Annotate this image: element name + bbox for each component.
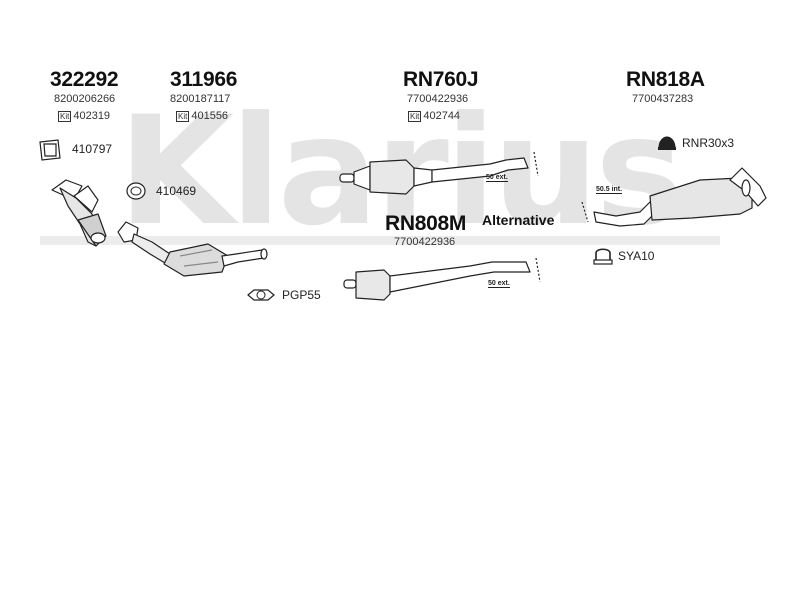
dimension-label: 50.5 int.	[596, 186, 623, 194]
oem-number-322292: 8200206266	[54, 93, 116, 105]
catalyst-section-rn760j-drawing	[339, 151, 539, 195]
part-number-rn818a: RN818A	[626, 68, 705, 91]
alternative-section-rn808m-drawing	[343, 257, 541, 301]
rear-silencer-rn818a-drawing	[581, 167, 767, 227]
accessory-sya10	[592, 244, 614, 271]
manifold-322292-drawing	[51, 179, 107, 247]
accessory-pgp55	[246, 284, 276, 311]
gasket-icon	[39, 139, 61, 161]
oem-number-rn808m: 7700422936	[394, 236, 456, 248]
rubber-mount-icon	[658, 136, 676, 150]
accessory-rnr30x3	[656, 134, 678, 157]
ring-gasket-icon	[126, 182, 146, 200]
accessory-label-rnr30x3: RNR30x3	[682, 136, 735, 150]
kit-number-text: 402319	[73, 110, 111, 122]
part-number-311966: 311966	[170, 68, 238, 91]
kit-number-text: 402744	[423, 110, 461, 122]
clamp-icon	[593, 248, 613, 265]
oem-number-rn818a: 7700437283	[632, 93, 694, 105]
accessory-410469	[124, 180, 148, 207]
kit-number-311966: Kit 401556	[176, 110, 228, 122]
accessory-label-pgp55: PGP55	[282, 288, 321, 302]
front-pipe-311966-drawing	[117, 221, 268, 277]
kit-icon: Kit	[408, 110, 422, 122]
accessory-label-410469: 410469	[156, 184, 197, 198]
kit-number-322292: Kit 402319	[58, 110, 110, 122]
kit-number-text: 401556	[191, 110, 229, 122]
dimension-label: 50 ext.	[486, 174, 508, 182]
dimension-label: 50 ext.	[488, 280, 510, 288]
accessory-410797	[36, 138, 64, 167]
flange-gasket-icon	[247, 289, 275, 301]
watermark-underline	[40, 236, 720, 245]
accessory-label-sya10: SYA10	[618, 249, 655, 263]
part-number-rn808m: RN808M	[385, 212, 467, 235]
accessory-label-410797: 410797	[72, 142, 113, 156]
oem-number-rn760j: 7700422936	[407, 93, 469, 105]
part-number-322292: 322292	[50, 68, 119, 91]
kit-icon: Kit	[58, 110, 72, 122]
kit-number-rn760j: Kit 402744	[408, 110, 460, 122]
alternative-label: Alternative	[482, 212, 555, 228]
kit-icon: Kit	[176, 110, 190, 122]
oem-number-311966: 8200187117	[170, 93, 231, 105]
part-number-rn760j: RN760J	[403, 68, 479, 91]
